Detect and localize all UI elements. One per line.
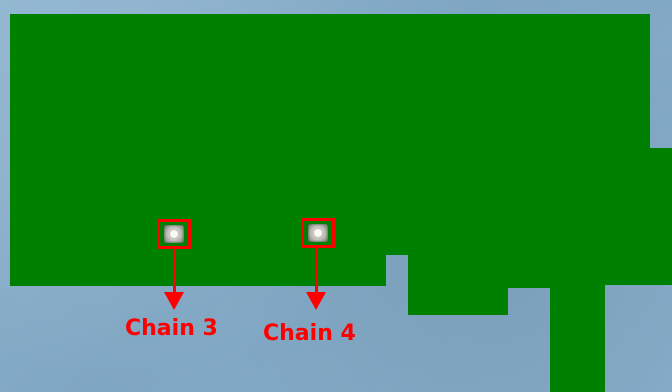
connector-core <box>314 229 322 237</box>
chain-4-connector <box>301 218 335 248</box>
chain-3-label: Chain 3 <box>125 316 218 341</box>
chain-4-arrow-line <box>315 248 318 293</box>
chain-4-label: Chain 4 <box>263 321 356 346</box>
chain-3-connector <box>157 219 191 249</box>
connector-core <box>170 230 178 238</box>
chain-4-arrow-head <box>306 292 326 310</box>
chain-3-arrow-head <box>164 292 184 310</box>
chain-3-arrow-line <box>173 249 176 293</box>
